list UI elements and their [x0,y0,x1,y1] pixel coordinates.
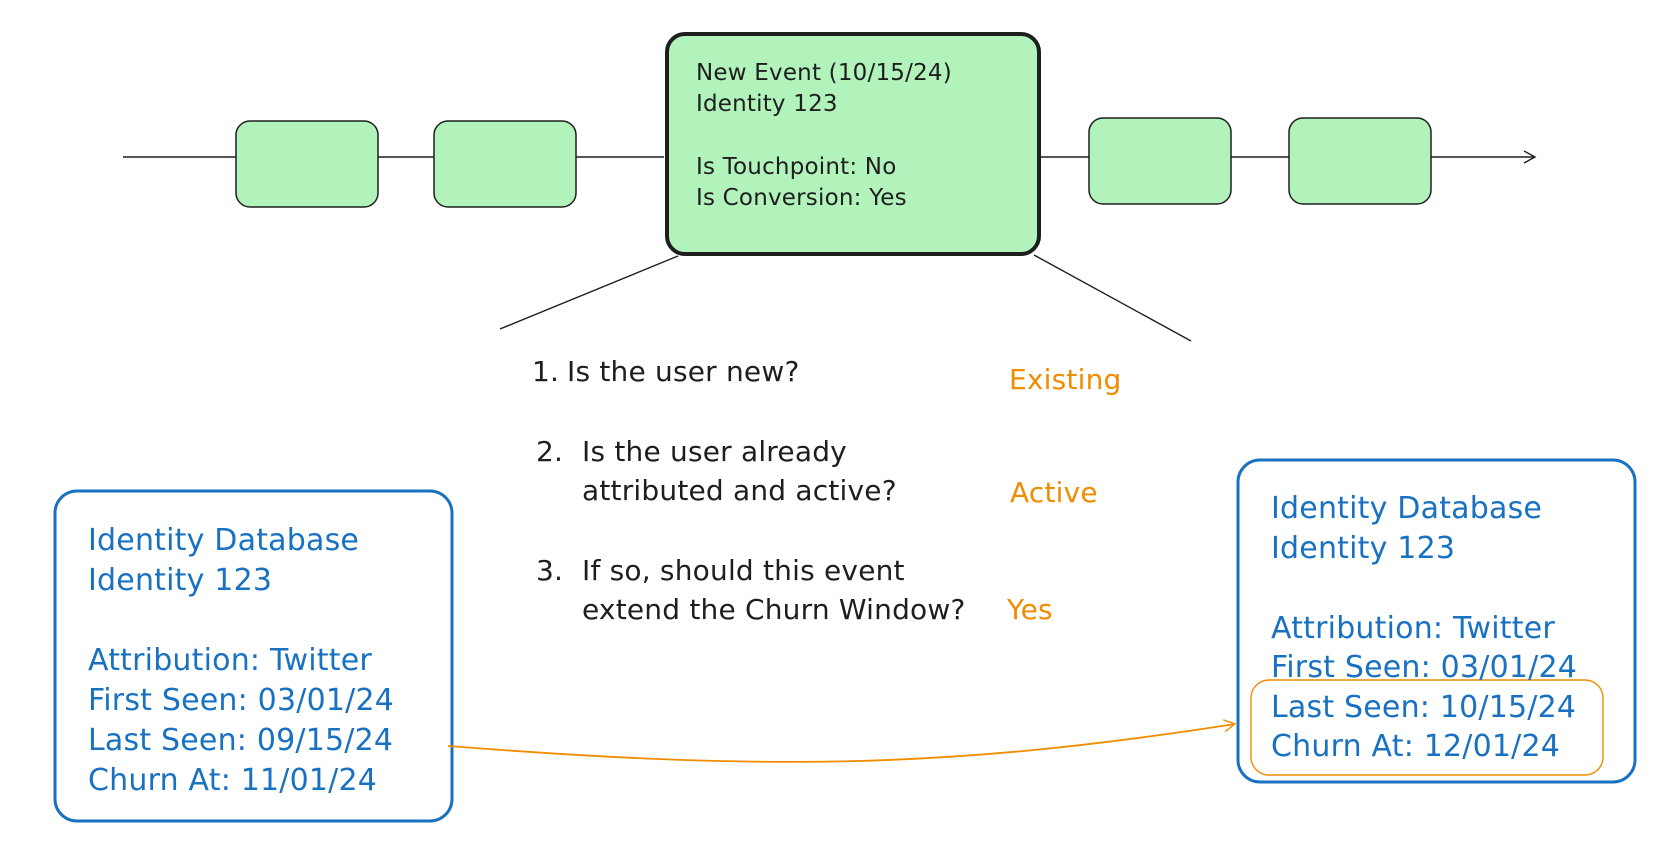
new-event-conversion: Is Conversion: Yes [696,185,907,211]
database-after-title: Identity Database [1271,491,1542,526]
database-before-last-seen: Last Seen: 09/15/24 [88,723,393,758]
zoom-line-left [499,255,679,330]
database-after-attribution: Attribution: Twitter [1271,611,1555,646]
timeline-event-box-4 [1288,117,1432,205]
identity-database-after: Identity Database Identity 123 Attributi… [1236,458,1637,784]
database-after-last-seen: Last Seen: 10/15/24 [1271,690,1576,725]
database-after-first-seen: First Seen: 03/01/24 [1271,650,1577,685]
question-2-number: 2. [536,435,563,468]
timeline-event-box-2 [433,120,577,208]
timeline-event-box-3 [1088,117,1232,205]
question-3-answer: Yes [1006,593,1053,626]
question-1-answer: Existing [1009,363,1122,396]
zoom-callout-lines [499,254,1192,342]
new-event-title: New Event (10/15/24) [696,60,952,86]
database-before-first-seen: First Seen: 03/01/24 [88,683,394,718]
question-1-number: 1. [532,355,559,388]
zoom-line-right [1033,254,1192,342]
database-after-churn-at: Churn At: 12/01/24 [1271,729,1560,764]
database-before-churn-at: Churn At: 11/01/24 [88,763,377,798]
database-before-card [53,489,454,823]
question-3-line-2: extend the Churn Window? [582,593,966,626]
database-update-arrow [447,719,1237,763]
question-3-number: 3. [536,554,563,587]
database-after-card [1236,458,1637,784]
timeline-event-box-1 [235,120,379,208]
database-before-attribution: Attribution: Twitter [88,643,372,678]
question-2-answer: Active [1010,476,1098,509]
timeline: New Event (10/15/24) Identity 123 Is Tou… [123,32,1537,256]
decision-questions: 1. Is the user new? Existing 2. Is the u… [532,355,1122,626]
database-before-identity: Identity 123 [88,563,272,598]
question-2-line-2: attributed and active? [582,474,897,507]
new-event-card [665,32,1041,256]
question-3-line-1: If so, should this event [582,554,905,587]
updated-fields-highlight [1250,679,1604,776]
identity-database-before: Identity Database Identity 123 Attributi… [53,489,454,823]
database-after-identity: Identity 123 [1271,531,1455,566]
database-before-title: Identity Database [88,523,359,558]
new-event-touchpoint: Is Touchpoint: No [696,154,896,180]
question-2-line-1: Is the user already [582,435,847,468]
question-1-text: Is the user new? [567,355,800,388]
new-event-identity: Identity 123 [696,91,838,117]
